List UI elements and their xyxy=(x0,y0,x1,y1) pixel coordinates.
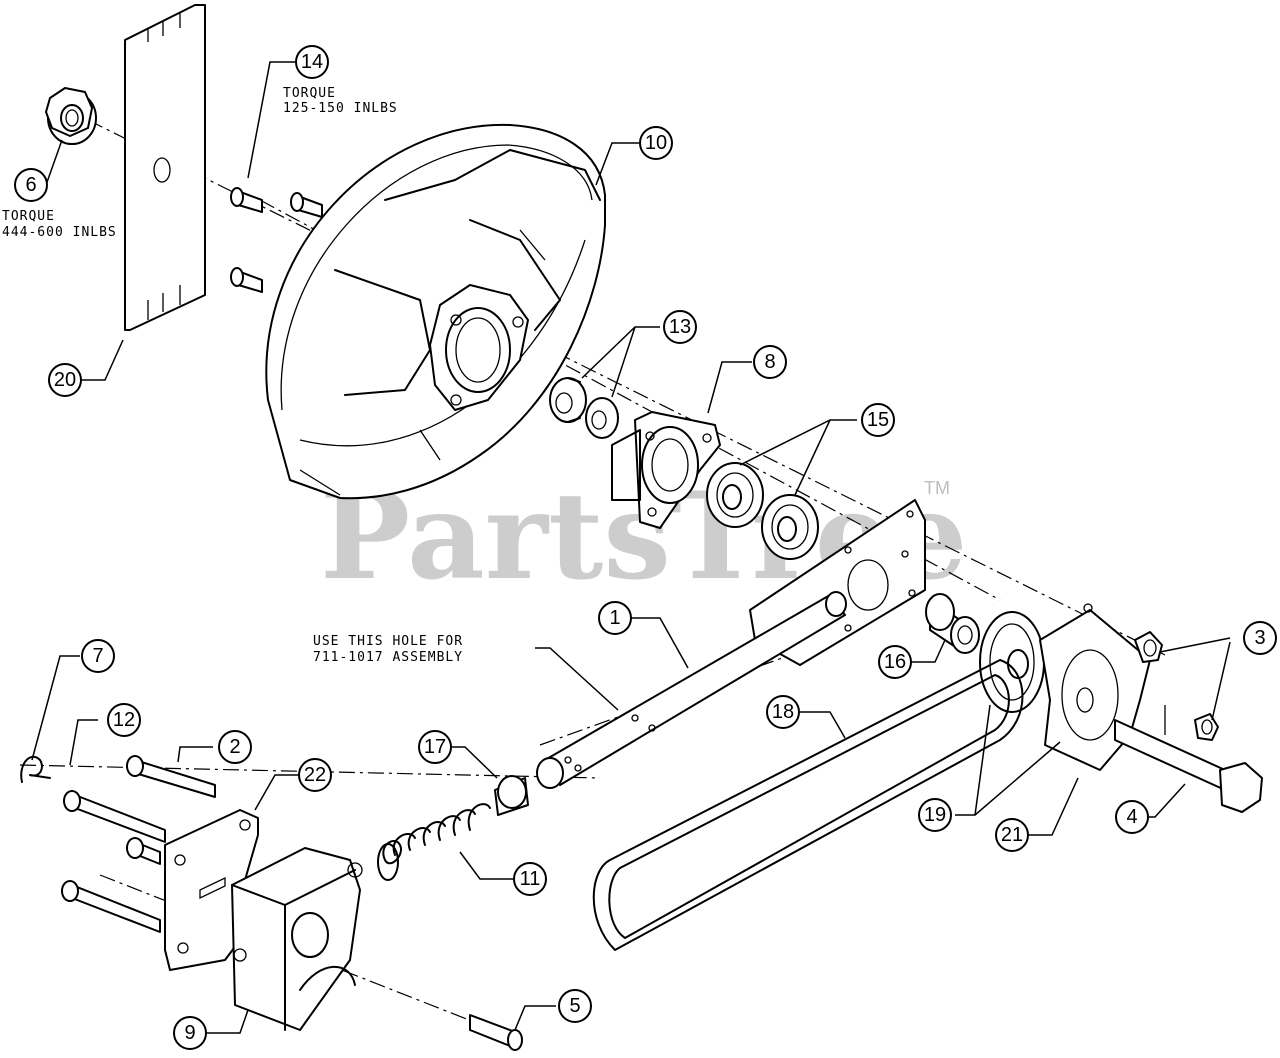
part-19-pulley xyxy=(979,611,1045,713)
part-6-flange-nut xyxy=(45,87,97,145)
callout-11[interactable]: 11 xyxy=(513,862,547,896)
part-17-collar xyxy=(494,775,529,816)
part-2-bolt xyxy=(126,755,216,798)
part-1-shaft xyxy=(536,499,926,789)
part-18-belt xyxy=(592,659,1024,951)
callout-18[interactable]: 18 xyxy=(766,695,800,729)
part-7-clip xyxy=(20,755,51,783)
note-hole-line1: USE THIS HOLE FOR xyxy=(313,634,463,649)
callout-10-label: 10 xyxy=(645,132,667,154)
callout-17-label: 17 xyxy=(424,736,446,758)
part-13-spacers xyxy=(549,377,619,439)
callout-4[interactable]: 4 xyxy=(1115,800,1149,834)
callout-2[interactable]: 2 xyxy=(218,730,252,764)
part-20-plate xyxy=(124,4,206,331)
callout-21[interactable]: 21 xyxy=(995,818,1029,852)
part-4-bolt xyxy=(1114,705,1263,813)
callout-9[interactable]: 9 xyxy=(173,1016,207,1050)
part-10-guard xyxy=(265,123,606,500)
callout-17[interactable]: 17 xyxy=(418,730,452,764)
callout-7-label: 7 xyxy=(92,645,103,667)
callout-20[interactable]: 20 xyxy=(48,363,82,397)
part-16-spacer xyxy=(925,593,980,654)
callout-8-label: 8 xyxy=(764,351,775,373)
part-11-spring xyxy=(377,803,491,881)
callout-20-label: 20 xyxy=(54,369,76,391)
callout-15-label: 15 xyxy=(867,409,889,431)
callout-2-label: 2 xyxy=(229,736,240,758)
callout-7[interactable]: 7 xyxy=(81,639,115,673)
callout-16-label: 16 xyxy=(884,651,906,673)
callout-14[interactable]: 14 xyxy=(295,45,329,79)
part-9-pivot-block xyxy=(231,847,363,1031)
callout-18-label: 18 xyxy=(772,701,794,723)
callout-4-label: 4 xyxy=(1126,806,1137,828)
part-8-flange xyxy=(611,411,721,529)
callout-22-label: 22 xyxy=(304,764,326,786)
callout-15[interactable]: 15 xyxy=(861,403,895,437)
note-torque-14-line1: TORQUE xyxy=(283,86,336,101)
callout-10[interactable]: 10 xyxy=(639,126,673,160)
part-15-bearings xyxy=(706,462,819,560)
callout-1[interactable]: 1 xyxy=(598,601,632,635)
note-hole-line2: 711-1017 ASSEMBLY xyxy=(313,650,463,665)
note-torque-6-line1: TORQUE xyxy=(2,209,55,224)
note-torque-6-line2: 444-600 INLBS xyxy=(2,225,117,240)
callout-9-label: 9 xyxy=(184,1022,195,1044)
watermark-trademark: TM xyxy=(924,478,950,498)
part-12-bolts xyxy=(61,790,166,933)
callout-16[interactable]: 16 xyxy=(878,645,912,679)
callout-5-label: 5 xyxy=(569,995,580,1017)
callout-5[interactable]: 5 xyxy=(558,989,592,1023)
callout-14-label: 14 xyxy=(301,51,323,73)
callout-22[interactable]: 22 xyxy=(298,758,332,792)
callout-12-label: 12 xyxy=(113,709,135,731)
callout-19-label: 19 xyxy=(924,804,946,826)
callout-3-label: 3 xyxy=(1254,627,1265,649)
callout-6[interactable]: 6 xyxy=(14,168,48,202)
part-5-pin xyxy=(469,1014,523,1051)
callout-12[interactable]: 12 xyxy=(107,703,141,737)
callout-19[interactable]: 19 xyxy=(918,798,952,832)
callout-3[interactable]: 3 xyxy=(1243,621,1277,655)
callout-21-label: 21 xyxy=(1001,824,1023,846)
note-torque-14-line2: 125-150 INLBS xyxy=(283,101,398,116)
callout-11-label: 11 xyxy=(520,868,541,890)
callout-13-label: 13 xyxy=(669,316,691,338)
part-3-nuts xyxy=(1134,631,1219,741)
callout-13[interactable]: 13 xyxy=(663,310,697,344)
callout-8[interactable]: 8 xyxy=(753,345,787,379)
callout-6-label: 6 xyxy=(25,174,36,196)
callout-1-label: 1 xyxy=(609,607,620,629)
